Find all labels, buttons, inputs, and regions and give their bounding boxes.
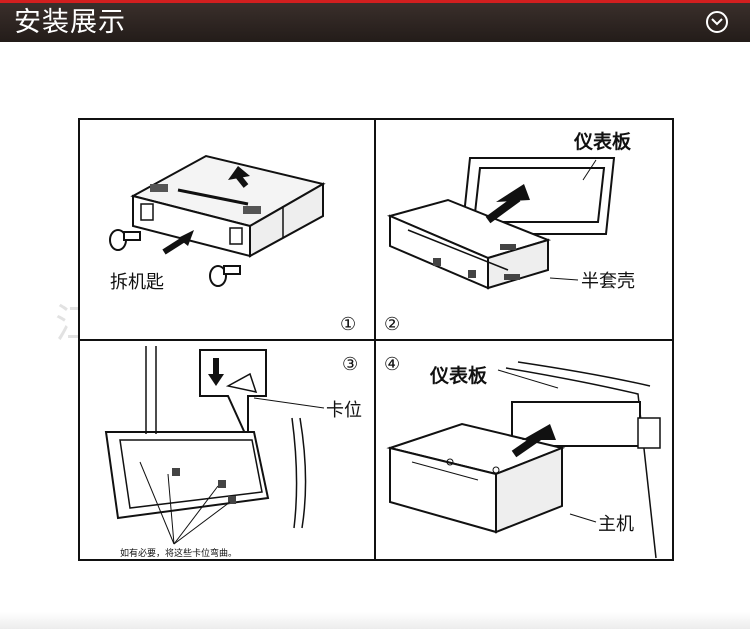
label-dashboard-panel4: 仪表板 [429,364,488,387]
section-title: 安装展示 [14,7,126,38]
panel-2-half-shell: 仪表板 半套壳 ② [384,130,635,335]
panel-4-main-unit: 仪表板 主机 ④ [384,354,661,559]
top-accent-line [0,0,750,3]
chevron-down-icon[interactable] [706,11,728,33]
bottom-divider [0,612,750,629]
key-icon [209,265,241,287]
step-number-4: ④ [384,354,400,375]
installation-diagram: 拆机匙 ① 仪表板 半套壳 ② [78,118,674,561]
panel-1-key-removal: 拆机匙 ① [109,154,356,335]
step-number-3: ③ [342,354,358,375]
label-key-tool: 拆机匙 [110,272,164,293]
label-dashboard: 仪表板 [573,130,632,153]
label-half-shell: 半套壳 [581,271,635,292]
key-icon [109,229,141,251]
section-header: 安装展示 [0,3,750,42]
step-number-1: ① [340,314,356,335]
label-main-unit: 主机 [598,514,634,535]
step-number-2: ② [384,314,400,335]
panel-3-clip-bend: 卡位 如有必要，将这些卡位弯曲。 ③ [104,346,362,559]
label-clip: 卡位 [326,400,362,421]
caption-clip-note: 如有必要，将这些卡位弯曲。 [120,547,237,559]
